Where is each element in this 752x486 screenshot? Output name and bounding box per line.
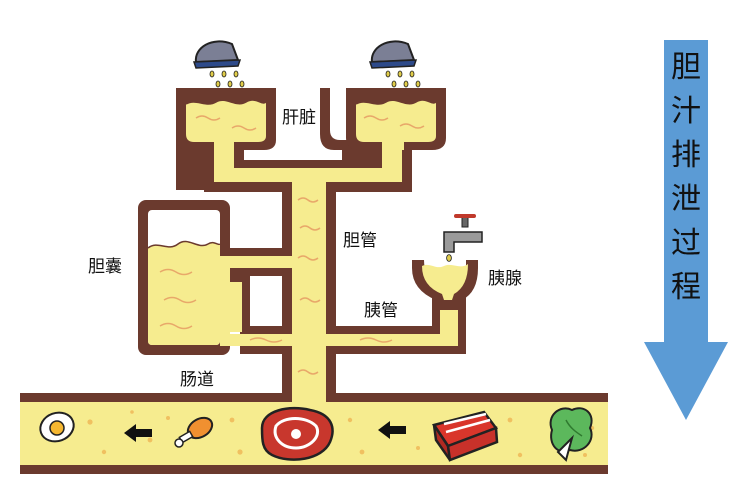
pancreas-juice [422, 264, 468, 300]
process-title-char: 程 [671, 270, 701, 305]
process-title-char: 过 [671, 226, 701, 261]
steak-icon [260, 406, 334, 461]
label-pancreas: 胰腺 [488, 269, 522, 289]
label-intestine: 肠道 [180, 370, 214, 390]
process-title-char: 胆 [671, 50, 701, 85]
label-liver: 肝脏 [282, 108, 316, 128]
process-title-char: 泄 [671, 182, 701, 217]
gallbladder-bile [148, 241, 220, 345]
arrow-left-icon [378, 421, 406, 439]
meat-slab-icon [431, 410, 499, 462]
spout-icon [368, 40, 421, 88]
flow-waves [159, 115, 425, 375]
cabbage-icon [549, 407, 593, 462]
process-arrow-shape [644, 40, 728, 420]
faucet-icon [443, 214, 483, 262]
label-pancreatic-duct: 胰管 [364, 301, 398, 321]
label-gallbladder: 胆囊 [88, 257, 122, 277]
drumstick-icon [174, 416, 214, 448]
label-bile-duct: 胆管 [343, 231, 377, 251]
process-title-char: 汁 [671, 94, 701, 129]
arrow-left-icon [124, 424, 152, 442]
process-title-char: 排 [671, 138, 701, 173]
egg-icon [39, 411, 75, 443]
process-title: 胆 汁 排 泄 过 程 [644, 46, 728, 310]
intestine-wall-bottom [20, 465, 608, 474]
spout-icon [192, 40, 245, 88]
duct-inner [214, 150, 458, 402]
process-arrow: 胆 汁 排 泄 过 程 [644, 40, 728, 422]
liver-basins [176, 88, 446, 160]
